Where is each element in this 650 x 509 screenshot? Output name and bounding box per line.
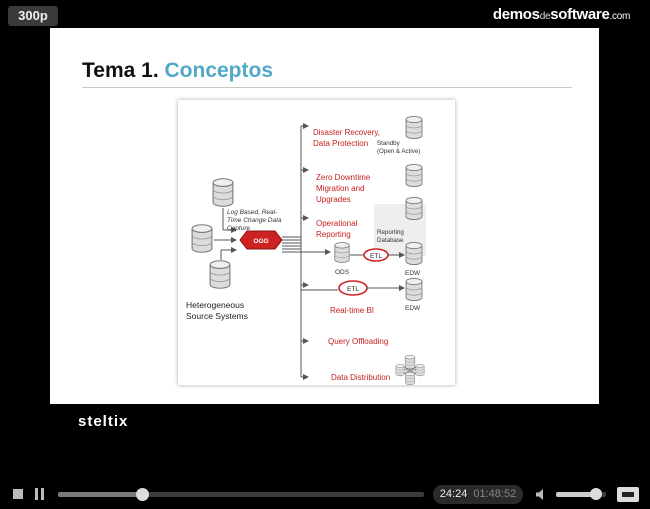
reporting-db-icon <box>405 197 423 220</box>
elapsed-time: 24:24 <box>439 488 468 500</box>
etl-label-1: ETL <box>370 253 382 260</box>
source-label-line2: Source Systems <box>186 311 248 321</box>
fullscreen-button[interactable] <box>617 487 639 502</box>
brand-logo-right: software <box>550 6 610 23</box>
reporting-db-label-line1: Reporting <box>377 229 404 236</box>
steltix-logo: steltix <box>78 413 129 430</box>
video-slide[interactable]: Tema 1. Conceptos Heterogeneous Source S… <box>50 28 599 404</box>
brand-logo-mid: de <box>539 11 551 22</box>
branch-disaster-recovery-line1: Disaster Recovery, <box>313 128 380 137</box>
volume-handle[interactable] <box>590 488 602 500</box>
branch-zero-downtime-line2: Migration and <box>316 184 364 193</box>
slide-title-accent: Conceptos <box>164 59 274 82</box>
stop-icon[interactable] <box>13 489 23 499</box>
pause-icon[interactable] <box>35 488 44 500</box>
branch-operational-reporting-line2: Reporting <box>316 230 351 239</box>
seek-handle[interactable] <box>136 488 150 501</box>
distribution-network-icon <box>395 355 425 385</box>
branch-query-offloading: Query Offloading <box>328 337 388 346</box>
ogg-hub-label: OGG <box>253 238 268 245</box>
total-duration: 01:48:52 <box>473 488 517 500</box>
capture-label-line2: Time Change Data <box>227 217 282 224</box>
source-db-icon-top <box>212 178 234 207</box>
ods-label: ODS <box>335 269 350 276</box>
brand-logo-left: demos <box>492 6 540 23</box>
seek-bar-fill <box>58 492 143 497</box>
capture-label-line1: Log Based, Real- <box>227 209 278 216</box>
source-db-icon-bottom <box>209 260 231 289</box>
edw-label-2: EDW <box>405 305 421 312</box>
brand-logo: demosdesoftware.com <box>493 6 630 23</box>
seek-bar[interactable] <box>58 488 424 501</box>
quality-badge[interactable]: 300p <box>8 6 58 26</box>
source-label-line1: Heterogeneous <box>186 300 244 310</box>
fullscreen-icon <box>622 492 634 497</box>
capture-label-line3: Capture <box>227 225 251 232</box>
standby-label-line1: Standby <box>377 140 401 147</box>
title-divider <box>82 87 572 88</box>
branch-zero-downtime-line3: Upgrades <box>316 195 351 204</box>
volume-slider[interactable] <box>556 488 606 500</box>
slide-title: Tema 1. Conceptos <box>82 59 273 83</box>
edw-db-icon-1 <box>405 242 423 265</box>
volume-icon[interactable] <box>535 488 548 501</box>
edw-label-1: EDW <box>405 270 421 277</box>
standby-label-line2: (Open & Active) <box>377 148 420 155</box>
volume-slider-fill <box>556 492 596 497</box>
etl-label-2: ETL <box>347 286 359 293</box>
ods-db-icon <box>334 242 350 263</box>
reporting-db-label-line2: Database <box>377 237 404 244</box>
branch-zero-downtime-line1: Zero Downtime <box>316 173 371 182</box>
player-controls: 24:24 01:48:52 <box>0 480 650 509</box>
edw-db-icon-2 <box>405 278 423 301</box>
branch-disaster-recovery-line2: Data Protection <box>313 139 368 148</box>
branch-real-time-bi: Real-time BI <box>330 306 374 315</box>
brand-logo-tld: .com <box>609 11 631 22</box>
standby-db-icon <box>405 116 423 139</box>
source-db-icon-left <box>191 224 213 253</box>
slide-title-prefix: Tema 1. <box>82 59 159 82</box>
branch-operational-reporting-line1: Operational <box>316 219 358 228</box>
architecture-diagram: Heterogeneous Source Systems Log Based, … <box>178 100 455 385</box>
branch-data-distribution: Data Distribution <box>331 373 390 382</box>
migration-db-icon <box>405 164 423 187</box>
time-display: 24:24 01:48:52 <box>433 485 523 504</box>
